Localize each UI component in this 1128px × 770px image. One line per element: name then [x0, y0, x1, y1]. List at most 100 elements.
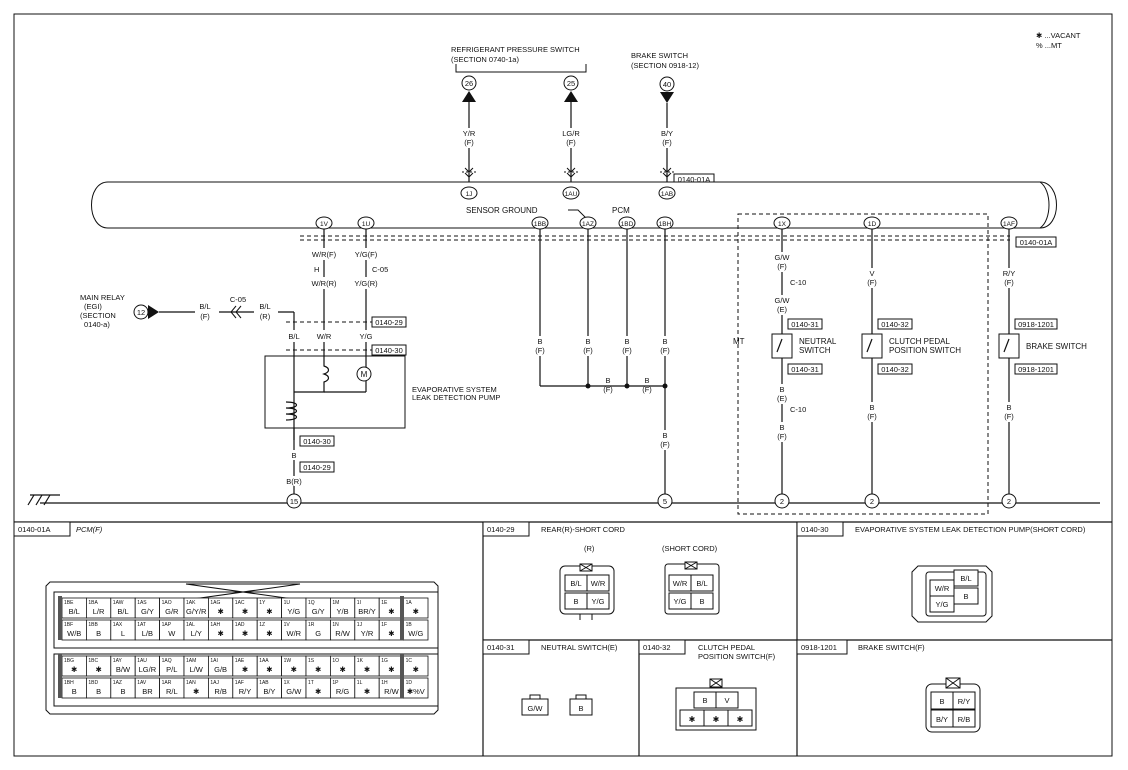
- ground-2-clutch: 2: [864, 493, 880, 509]
- svg-text:B: B: [963, 592, 968, 601]
- ref-0140-31-b: [787, 363, 823, 375]
- svg-text:V: V: [869, 269, 874, 278]
- svg-text:1J: 1J: [357, 622, 363, 628]
- svg-text:0918-1201: 0918-1201: [1018, 365, 1054, 374]
- svg-text:Y/G(F): Y/G(F): [355, 250, 378, 259]
- svg-text:B: B: [702, 696, 707, 705]
- svg-text:1BB: 1BB: [88, 622, 98, 628]
- svg-text:G: G: [315, 629, 321, 638]
- svg-text:5: 5: [663, 497, 667, 506]
- svg-text:G/W: G/W: [528, 704, 544, 713]
- svg-text:L/W: L/W: [190, 665, 204, 674]
- svg-text:L/Y: L/Y: [191, 629, 202, 638]
- svg-text:B: B: [96, 629, 101, 638]
- panel-32-code: 0140-32: [643, 643, 671, 652]
- connector-31: G/W B: [521, 694, 593, 716]
- svg-text:B/L: B/L: [117, 607, 128, 616]
- svg-text:0140-01A: 0140-01A: [1020, 238, 1053, 247]
- svg-text:1W: 1W: [284, 658, 292, 664]
- terminal-1V: 1V: [315, 216, 333, 230]
- clutch-switch-label: CLUTCH PEDAL: [889, 337, 950, 346]
- terminal-1J: 1J: [460, 186, 478, 200]
- panel-1201-code: 0918-1201: [801, 643, 837, 652]
- svg-text:G/W: G/W: [286, 687, 302, 696]
- svg-text:1AQ: 1AQ: [162, 658, 172, 664]
- evap-pump-label: EVAPORATIVE SYSTEM: [412, 385, 497, 394]
- svg-text:1AM: 1AM: [186, 658, 196, 664]
- svg-text:W/R: W/R: [591, 579, 606, 588]
- mt-label: MT: [733, 337, 745, 346]
- svg-text:B: B: [624, 337, 629, 346]
- svg-text:15: 15: [290, 497, 298, 506]
- pcm-pin-1A: 1A✱: [403, 597, 429, 619]
- svg-text:✱: ✱: [266, 607, 273, 616]
- svg-text:(F): (F): [622, 346, 632, 355]
- svg-text:1M: 1M: [332, 600, 339, 606]
- svg-text:✱: ✱: [242, 607, 249, 616]
- svg-text:M: M: [361, 370, 368, 379]
- svg-text:1BA: 1BA: [88, 600, 98, 606]
- svg-text:C-05: C-05: [372, 265, 388, 274]
- svg-text:B: B: [779, 423, 784, 432]
- svg-text:Y/B: Y/B: [337, 607, 349, 616]
- ref-0140-31-a: [787, 318, 823, 330]
- svg-text:B: B: [869, 403, 874, 412]
- svg-text:1AF: 1AF: [235, 680, 244, 686]
- svg-text:1A: 1A: [406, 600, 413, 606]
- clutch-switch-icon: [861, 333, 883, 359]
- pcm-pin-1BG: 1BG✱: [61, 655, 87, 677]
- svg-text:1H: 1H: [381, 680, 388, 686]
- svg-text:B/Y: B/Y: [263, 687, 275, 696]
- svg-text:1AR: 1AR: [162, 680, 172, 686]
- svg-text:1AV: 1AV: [137, 680, 147, 686]
- pcm-pin-1Y: 1Y✱: [256, 597, 283, 619]
- svg-text:1O: 1O: [332, 658, 339, 664]
- svg-text:0140-a): 0140-a): [84, 320, 110, 329]
- svg-text:2: 2: [1007, 497, 1011, 506]
- terminal-1AZ: 1AZ: [579, 216, 597, 230]
- svg-text:B/W: B/W: [116, 665, 131, 674]
- svg-text:1AN: 1AN: [186, 680, 196, 686]
- svg-text:POSITION SWITCH: POSITION SWITCH: [889, 346, 961, 355]
- svg-text:1D: 1D: [868, 221, 877, 228]
- svg-text:1AX: 1AX: [113, 622, 123, 628]
- svg-text:B: B: [939, 697, 944, 706]
- ref-0140-30-b: [299, 435, 335, 447]
- svg-text:(F): (F): [660, 346, 670, 355]
- svg-text:1BF: 1BF: [64, 622, 73, 628]
- svg-text:✱: ✱: [266, 665, 273, 674]
- svg-text:POSITION SWITCH(F): POSITION SWITCH(F): [698, 652, 776, 661]
- svg-text:(F): (F): [1004, 278, 1014, 287]
- neutral-switch-label: NEUTRAL: [799, 337, 837, 346]
- main-relay-label: MAIN RELAY: [80, 293, 125, 302]
- refrig-pin-b: 25: [563, 75, 579, 102]
- panel-1201-name: BRAKE SWITCH(F): [858, 643, 925, 652]
- pcm-pin-1P: 1PR/G: [329, 677, 356, 699]
- ground-symbol: [27, 494, 60, 506]
- brake-switch-icon: [998, 333, 1020, 359]
- terminal-1BD: 1BD: [618, 216, 636, 230]
- svg-text:(F): (F): [642, 385, 652, 394]
- svg-text:W/R: W/R: [287, 629, 302, 638]
- svg-text:W/R(F): W/R(F): [312, 250, 337, 259]
- svg-text:✱: ✱: [193, 687, 200, 696]
- svg-text:R/Y: R/Y: [1003, 269, 1016, 278]
- svg-text:✱: ✱: [266, 629, 273, 638]
- heater-coil-icon: [285, 401, 298, 421]
- mt-region: [737, 213, 989, 515]
- svg-text:1K: 1K: [357, 658, 364, 664]
- svg-text:0918-1201: 0918-1201: [1018, 320, 1054, 329]
- svg-text:0140-32: 0140-32: [881, 320, 909, 329]
- svg-text:B: B: [605, 376, 610, 385]
- svg-text:R/Y: R/Y: [958, 697, 971, 706]
- svg-text:1AW: 1AW: [113, 600, 124, 606]
- motor-icon: M: [356, 366, 372, 382]
- svg-text:G/B: G/B: [214, 665, 227, 674]
- svg-text:1E: 1E: [381, 600, 388, 606]
- svg-text:1AI: 1AI: [210, 658, 218, 664]
- terminal-1AU: 1AU: [562, 186, 580, 200]
